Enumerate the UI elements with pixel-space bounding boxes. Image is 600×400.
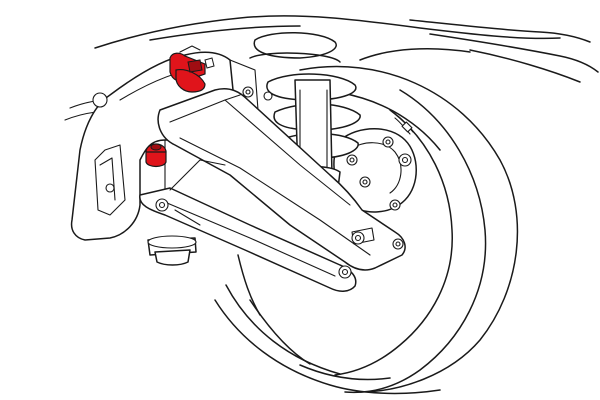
wheel-assembly [214, 65, 519, 395]
arm-bolts [242, 86, 404, 279]
vehicle-body-outline [64, 15, 599, 121]
lower-link-bushing [147, 235, 197, 266]
lower-mount-bushing [145, 143, 167, 168]
upper-control-arm [157, 88, 406, 271]
upper-mount-bolt [169, 45, 215, 93]
